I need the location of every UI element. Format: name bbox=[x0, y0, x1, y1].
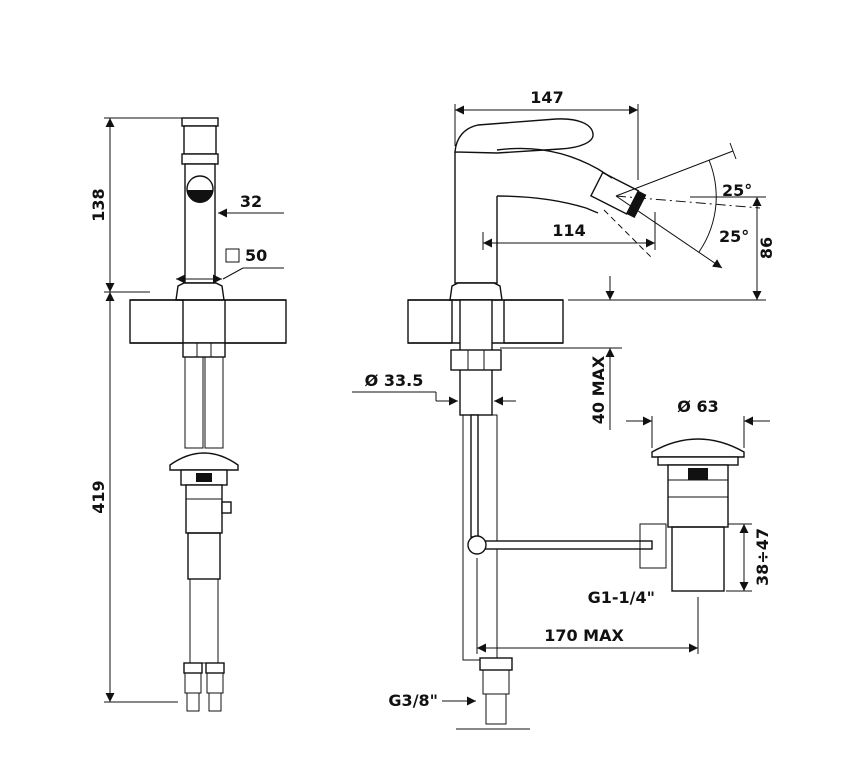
dim-width-32: 32 bbox=[218, 192, 284, 218]
handle-top bbox=[181, 117, 219, 127]
dim-label-63: Ø 63 bbox=[677, 397, 718, 416]
spout-outlet-shade bbox=[187, 190, 213, 203]
lever-handle bbox=[454, 118, 594, 154]
spout-lower-edge bbox=[496, 195, 599, 214]
supply-fittings-side bbox=[183, 662, 225, 712]
aerator bbox=[589, 171, 647, 219]
dim-width-147: 147 bbox=[454, 88, 639, 180]
dim-height-138: 138 bbox=[89, 117, 184, 293]
faucet-body-front bbox=[454, 149, 498, 284]
front-view bbox=[407, 118, 745, 730]
dim-label-50: 50 bbox=[245, 246, 267, 265]
base-flange-front bbox=[449, 282, 503, 301]
dim-range-38-47: 38÷47 bbox=[726, 523, 772, 592]
dim-label-419: 419 bbox=[89, 480, 108, 513]
dim-thread-g3-8: G3/8" bbox=[388, 691, 476, 710]
waste-tailpiece bbox=[671, 526, 725, 592]
dim-square-50: 50 bbox=[176, 246, 284, 284]
spout-upper-edge bbox=[496, 147, 613, 179]
dim-label-angle-lower: 25° bbox=[719, 227, 749, 246]
dim-label-38-47: 38÷47 bbox=[753, 528, 772, 586]
mounting-nut-side bbox=[182, 342, 226, 358]
handle-side bbox=[183, 125, 217, 155]
dim-height-419: 419 bbox=[89, 292, 178, 703]
supply-hose-left bbox=[184, 356, 204, 449]
dim-width-114: 114 bbox=[482, 212, 656, 250]
linkage-rod bbox=[473, 540, 653, 550]
supply-hose-right bbox=[204, 356, 224, 449]
dim-height-86: 86 bbox=[568, 196, 776, 301]
dim-label-33-5: Ø 33.5 bbox=[365, 371, 424, 390]
cartridge-collar bbox=[181, 153, 219, 165]
dim-label-86: 86 bbox=[757, 237, 776, 259]
dim-label-40-max: 40 MAX bbox=[589, 355, 608, 424]
dim-diameter-63: Ø 63 bbox=[626, 397, 770, 448]
dim-width-170-max: 170 MAX bbox=[476, 558, 699, 654]
dim-label-32: 32 bbox=[240, 192, 262, 211]
side-view bbox=[129, 117, 287, 712]
base-flange-side bbox=[175, 282, 225, 301]
waste-cap bbox=[651, 438, 745, 458]
dimensions: 138 419 32 50 147 bbox=[89, 88, 776, 710]
linkage-adjuster bbox=[639, 523, 667, 569]
dim-label-138: 138 bbox=[89, 188, 108, 221]
dim-diameter-33-5: Ø 33.5 bbox=[352, 371, 516, 406]
linkage-ball-joint bbox=[467, 535, 487, 555]
pop-up-rod bbox=[470, 414, 479, 538]
dim-label-147: 147 bbox=[530, 88, 563, 107]
mounting-nut-front bbox=[450, 349, 502, 371]
waste-hose-side bbox=[189, 578, 219, 664]
supply-fitting-front bbox=[456, 657, 530, 730]
dim-angles: 25° 25° bbox=[603, 142, 761, 269]
waste-assembly-front bbox=[639, 438, 745, 592]
dim-label-angle-upper: 25° bbox=[722, 181, 752, 200]
dim-label-g3-8: G3/8" bbox=[388, 691, 438, 710]
dim-label-170-max: 170 MAX bbox=[544, 626, 624, 645]
countertop-side bbox=[129, 299, 287, 344]
dim-deck-40-max: 40 MAX bbox=[500, 276, 622, 430]
dim-label-g1-1-4: G1-1/4" bbox=[588, 588, 655, 607]
square-symbol bbox=[225, 248, 240, 263]
waste-assembly-side bbox=[169, 452, 239, 664]
dim-label-114: 114 bbox=[552, 221, 585, 240]
